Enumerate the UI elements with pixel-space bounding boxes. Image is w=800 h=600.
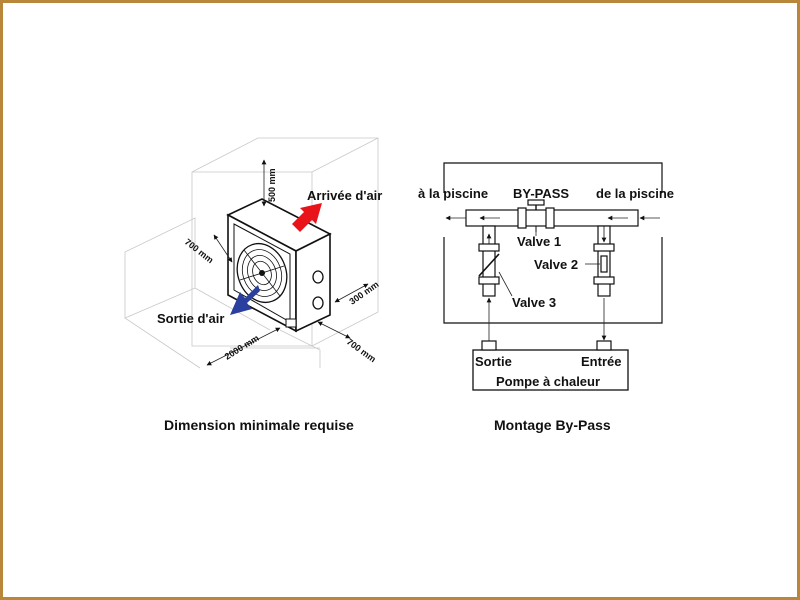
- valve3-label: Valve 3: [512, 295, 556, 310]
- right-caption: Montage By-Pass: [494, 417, 611, 433]
- air-in-arrow-icon: [292, 203, 322, 232]
- dimension-lines: [206, 159, 369, 366]
- dim-left-label: 700 mm: [183, 237, 216, 266]
- air-out-arrow-icon: [230, 285, 260, 315]
- from-pool-label: de la piscine: [596, 186, 674, 201]
- valve1-icon: [517, 199, 555, 232]
- bypass-diagram: à la piscine BY-PASS de la piscine Valve…: [418, 162, 674, 433]
- valve1-label: Valve 1: [517, 234, 561, 249]
- clearance-diagram: 500 mm 700 mm 300 mm 700 mm 2000 mm Arri…: [124, 137, 382, 433]
- air-in-label: Arrivée d'air: [307, 188, 382, 203]
- clearance-ghost-box-front: [124, 217, 321, 369]
- heat-pump-label: Pompe à chaleur: [496, 374, 600, 389]
- dim-front-label: 2000 mm: [223, 333, 261, 362]
- water-connectors-icon: [312, 270, 324, 310]
- to-pool-label: à la piscine: [418, 186, 488, 201]
- left-riser-pipe: [478, 225, 500, 297]
- bypass-label: BY-PASS: [513, 186, 569, 201]
- inlet-label: Entrée: [581, 354, 621, 369]
- diagram-canvas: 500 mm 700 mm 300 mm 700 mm 2000 mm Arri…: [124, 137, 674, 433]
- valve2-label: Valve 2: [534, 257, 578, 272]
- valve3-icon: [478, 253, 500, 277]
- inlet-port: [596, 340, 612, 351]
- dim-right-front-label: 700 mm: [345, 337, 378, 365]
- valve2-icon: [600, 255, 608, 273]
- heat-pump-box: [472, 349, 629, 391]
- dim-top-label: 500 mm: [267, 168, 277, 202]
- fan-icon: [236, 242, 288, 304]
- outlet-label: Sortie: [475, 354, 512, 369]
- outlet-port: [481, 340, 497, 351]
- left-caption: Dimension minimale requise: [164, 417, 354, 433]
- air-out-label: Sortie d'air: [157, 311, 224, 326]
